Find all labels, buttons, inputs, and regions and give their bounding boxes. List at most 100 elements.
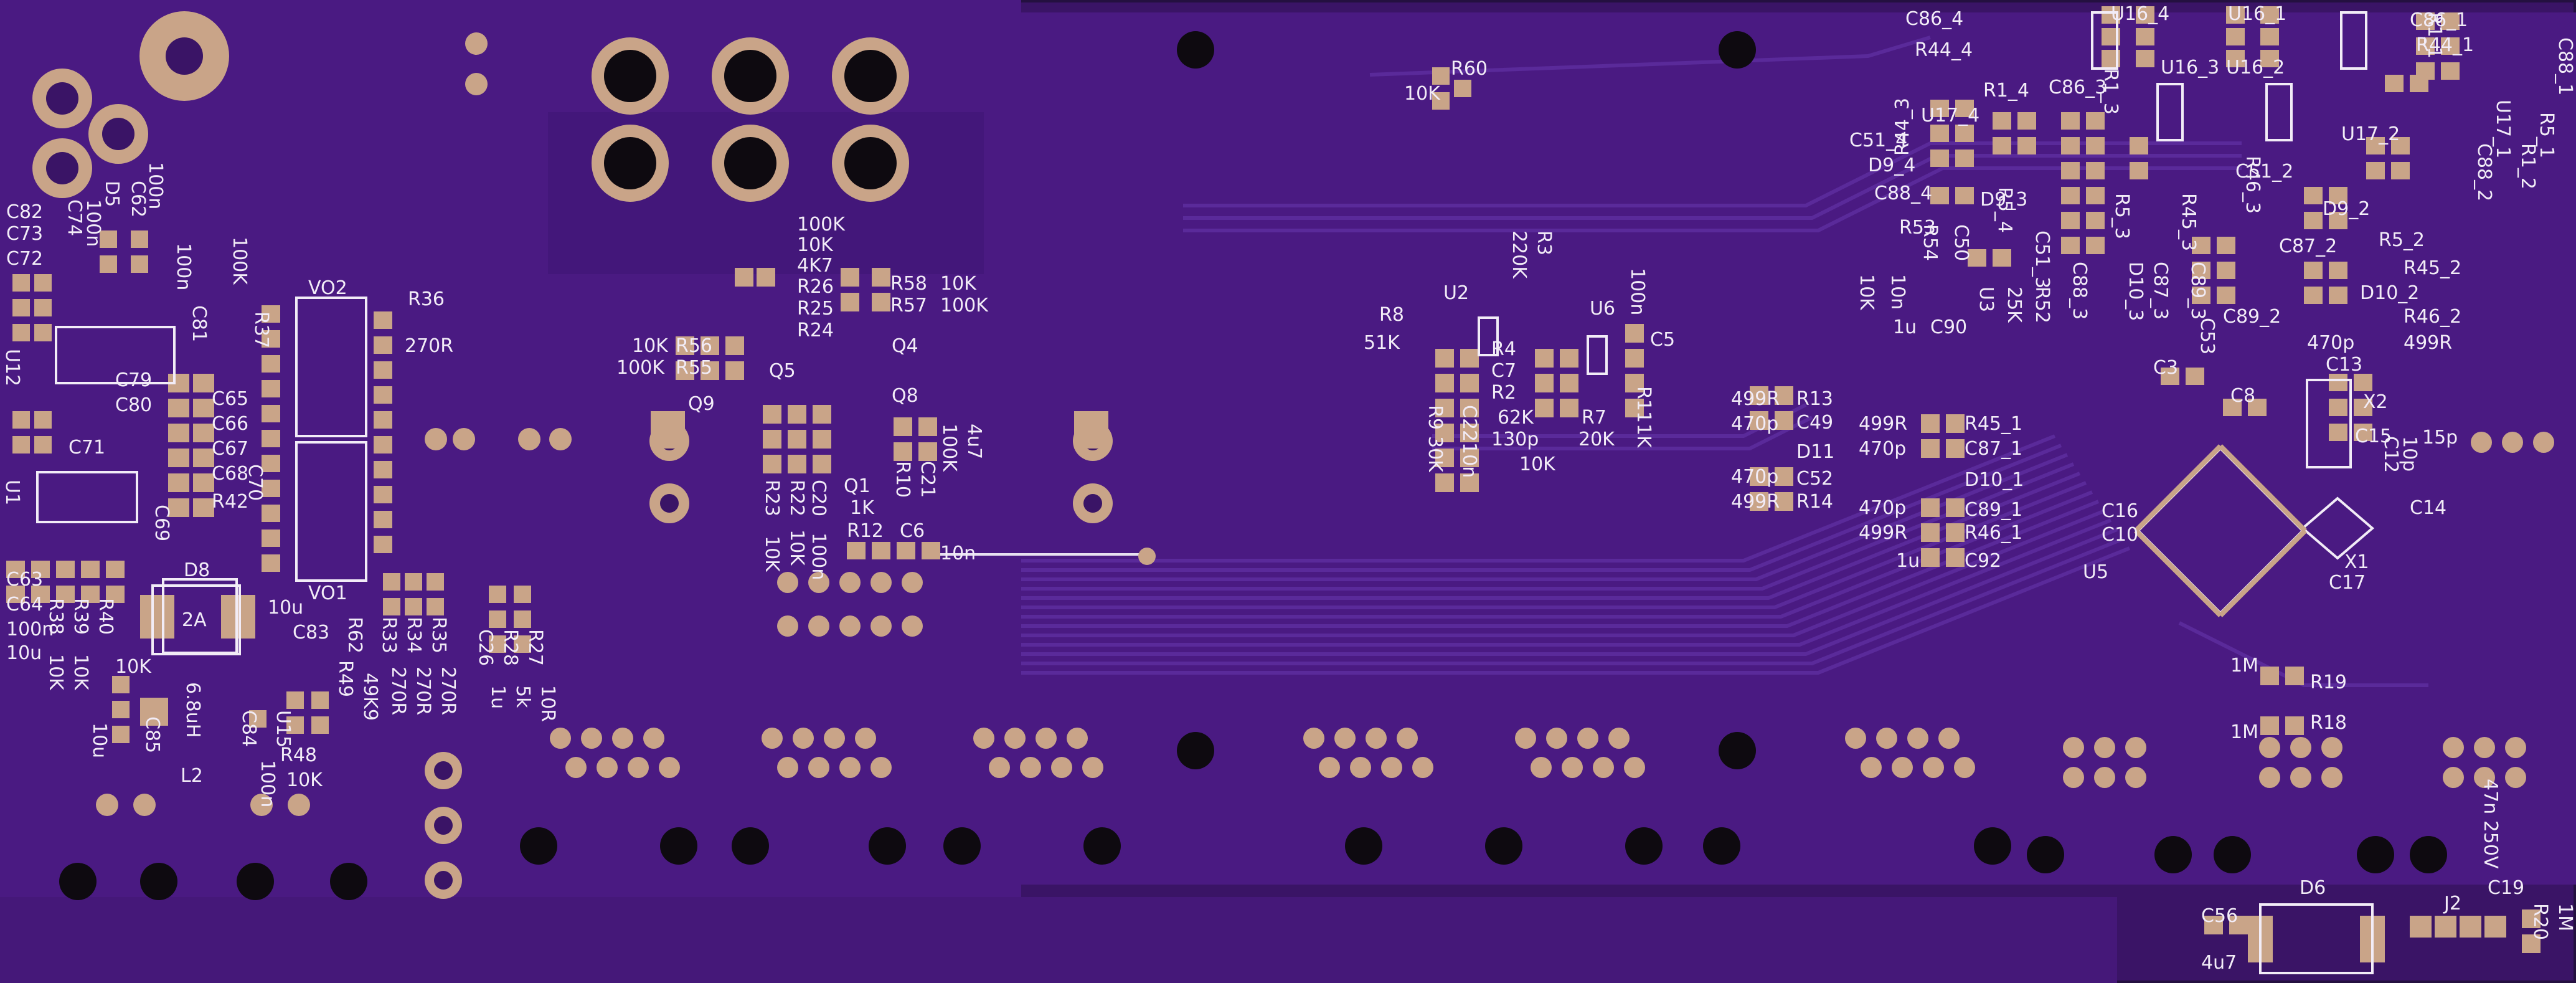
label-c51-2: C51_2 — [2235, 161, 2293, 183]
label-q4: Q4 — [892, 335, 918, 357]
label-r53: R53 — [1899, 217, 1936, 239]
label-25k: 25K — [2003, 287, 2025, 323]
label-r9-val: 30K — [1424, 436, 1446, 473]
label-d11: D11 — [1796, 441, 1834, 463]
label-c13: C13 — [2326, 354, 2362, 376]
label-c6: C6 — [900, 520, 925, 542]
label-r14-val: 499R — [1731, 491, 1780, 513]
label-c22-val: 10n — [1458, 442, 1480, 478]
label-r46-1-val: 499R — [1859, 522, 1907, 544]
label-c86-4: C86_4 — [1905, 8, 1963, 30]
label-r54: R54 — [1919, 224, 1941, 261]
label-r60: R60 — [1451, 58, 1488, 80]
label-c69: C69 — [151, 505, 172, 541]
label-x1: X1 — [2344, 551, 2369, 573]
label-r37: R37 — [250, 311, 272, 348]
label-r46-2: R46_2 — [2404, 306, 2461, 328]
label-c87-2: C87_2 — [2279, 235, 2337, 257]
label-r5-2: R5_2 — [2379, 229, 2425, 251]
label-c80: C80 — [115, 394, 152, 416]
label-r9: R9 — [1424, 405, 1446, 430]
label-c19: C19 — [2488, 877, 2524, 899]
label-r35-val: 270R — [437, 667, 459, 715]
label-vo1: VO1 — [308, 582, 347, 604]
label-r52: R52 — [2031, 287, 2053, 323]
label-c20-val: 100n — [808, 533, 829, 580]
label-r13: R13 — [1796, 388, 1833, 410]
label-c89-2-val: 470p — [2307, 332, 2354, 354]
label-r33: R33 — [378, 617, 400, 653]
u5-qfp-pads — [2134, 444, 2307, 617]
label-c56: C56 — [2201, 905, 2238, 927]
label-r34-val: 270R — [412, 667, 434, 715]
label-c79: C79 — [115, 369, 152, 391]
label-r7: R7 — [1582, 407, 1606, 429]
label-c5-val: 100n — [1626, 268, 1648, 315]
label-c12-val: 10p — [2399, 436, 2420, 472]
label-c51-4: C51_4 — [1849, 130, 1907, 151]
label-c92-val: 1u — [1896, 550, 1920, 572]
jack-pads — [592, 37, 909, 202]
label-j2: J2 — [2443, 893, 2461, 914]
label-c56-val: 4u7 — [2201, 952, 2237, 974]
label-c81: C81 — [188, 305, 210, 342]
label-x2: X2 — [2363, 391, 2388, 413]
label-r39: R39 — [70, 598, 92, 635]
label-u16-4: U16_4 — [2111, 3, 2169, 25]
label-c74-val: 100n — [82, 199, 104, 247]
label-d9-2: D9_2 — [2323, 198, 2370, 220]
label-r62: R62 — [344, 617, 366, 653]
label-d5: D5 — [101, 181, 123, 207]
label-c17: C17 — [2329, 572, 2366, 594]
label-r20-val: 1M — [2554, 903, 2576, 931]
label-r22-val: 10K — [786, 529, 808, 566]
label-c82: C82 — [6, 201, 43, 223]
label-c20: C20 — [808, 480, 829, 516]
label-c8: C8 — [2230, 385, 2255, 407]
label-r8: R8 — [1379, 304, 1404, 326]
label-c64-val: 100n — [6, 619, 54, 640]
label-c14: C14 — [2410, 497, 2446, 519]
label-r57-val: 100K — [940, 295, 989, 316]
label-r2: R2 — [1491, 382, 1516, 404]
label-r42: R42 — [212, 491, 248, 513]
label-u16-3: U16_3 — [2161, 57, 2219, 78]
label-r26: R26 — [797, 276, 834, 298]
label-c89-1-val: 470p — [1859, 497, 1906, 519]
label-r46-3: R46_3 — [2242, 156, 2263, 214]
label-r23: R23 — [761, 480, 783, 516]
label-r56: R56 — [676, 335, 712, 357]
label-10u: 10u — [6, 642, 42, 664]
label-r1-1: R1_1 — [2423, 12, 2445, 59]
label-r45-2: R45_2 — [2404, 257, 2461, 279]
label-r44-3: R44_3 — [1892, 98, 1913, 156]
label-d10-3: D10_3 — [2125, 262, 2146, 321]
label-c66: C66 — [212, 413, 248, 435]
label-r40: R40 — [95, 598, 116, 635]
label-r1-2: R1_2 — [2517, 143, 2539, 189]
label-c15-val: 15p — [2422, 427, 2458, 449]
label-r38: R38 — [45, 598, 67, 635]
label-c89-3: C89_3 — [2187, 262, 2209, 320]
label-c64: C64 — [6, 594, 43, 615]
label-q5: Q5 — [769, 360, 796, 382]
label-r13-val: 499R — [1731, 388, 1780, 410]
trace-bundle — [1021, 36, 2428, 687]
label-10k: 10K — [797, 234, 834, 256]
label-r25: R25 — [797, 298, 834, 320]
label-r58-val: 10K — [940, 273, 977, 295]
label-c90: C90 — [1930, 316, 1967, 338]
label-d9-3: D9_3 — [1980, 189, 2027, 211]
label-d9-4: D9_4 — [1868, 154, 1915, 176]
label-r23-val: 10K — [761, 536, 783, 572]
label-c50: C50 — [1950, 224, 1972, 261]
label-c12: C12 — [2380, 436, 2402, 473]
label-u12: U12 — [1, 349, 23, 386]
label-r48: R48 — [280, 744, 317, 766]
label-r58: R58 — [890, 273, 927, 295]
label-r4: R4 — [1491, 338, 1516, 360]
label-130p: 130p — [1491, 429, 1539, 450]
label-r33-val: 270R — [387, 667, 409, 715]
label-r18: R18 — [2310, 712, 2347, 734]
label-c86-1: C86_1 — [2410, 9, 2468, 31]
